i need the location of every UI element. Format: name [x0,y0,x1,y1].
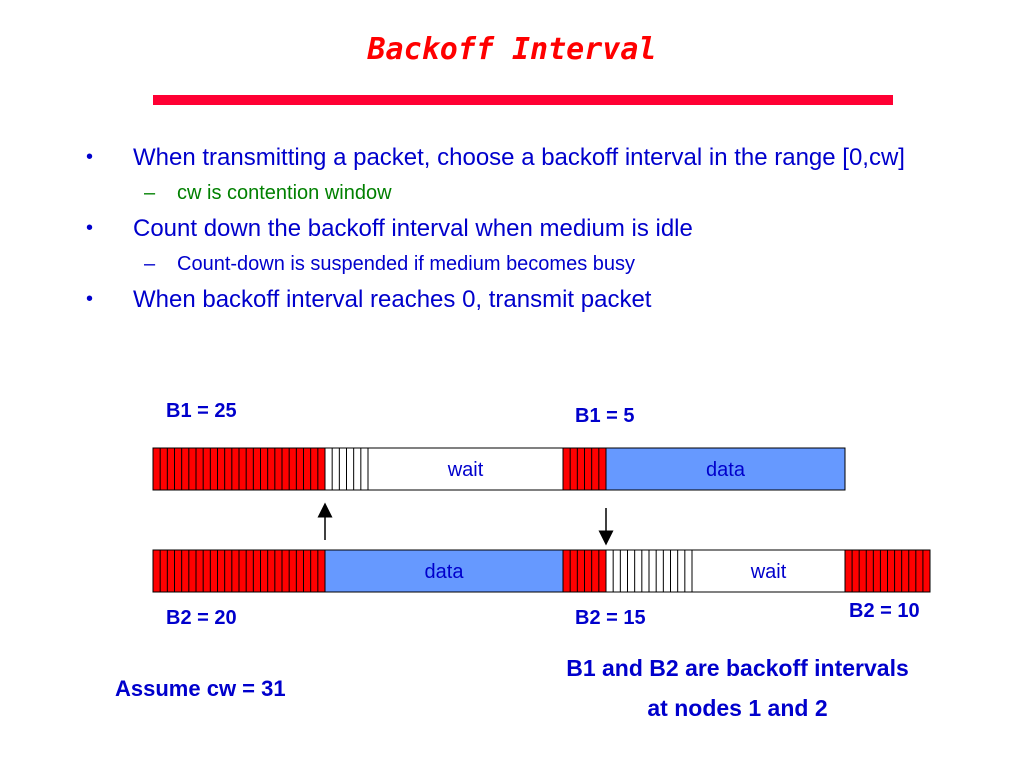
sub-bullet-dash-icon: – [144,253,156,275]
note-line-1: B1 and B2 are backoff intervals [566,655,909,681]
sub-bullet-text: cw is contention window [177,182,392,204]
b1-mid-label: B1 = 5 [575,405,635,427]
b2-start-label: B2 = 20 [166,607,237,629]
bullet-item: • When transmitting a packet, choose a b… [84,143,914,172]
slide-title: Backoff Interval [367,32,657,67]
node1-wait-label: wait [447,459,484,481]
bullet-item: • When backoff interval reaches 0, trans… [84,285,914,314]
node2-timeline: data wait [152,549,931,593]
bullet-dot-icon: • [86,146,94,168]
b1-start-label: B1 = 25 [166,400,237,422]
node1-timeline: wait data [152,447,846,491]
assume-cw-note: Assume cw = 31 [115,676,286,701]
backoff-explanation-note: B1 and B2 are backoff intervals at nodes… [515,648,960,728]
sub-bullet-item: – Count-down is suspended if medium beco… [84,251,914,277]
node2-wait-segment [691,549,846,593]
b2-mid-label: B2 = 15 [575,607,646,629]
node1-wait-segment [367,447,564,491]
bullet-item: • Count down the backoff interval when m… [84,214,914,243]
bullet-text: Count down the backoff interval when med… [133,215,693,242]
note-line-2: at nodes 1 and 2 [647,695,828,721]
bullet-dot-icon: • [86,288,94,310]
node2-data-segment [324,549,564,593]
title-underline [153,95,893,105]
sub-bullet-text: Count-down is suspended if medium become… [177,253,636,275]
bullet-dot-icon: • [86,217,94,239]
b2-end-label: B2 = 10 [849,600,920,622]
bullet-text: When transmitting a packet, choose a bac… [133,144,905,171]
node1-data-label: data [706,459,746,481]
node2-data-label: data [425,561,465,583]
bullet-text: When backoff interval reaches 0, transmi… [133,286,652,313]
bullet-list: • When transmitting a packet, choose a b… [84,143,914,322]
node2-wait-label: wait [750,561,787,583]
sub-bullet-item: – cw is contention window [84,180,914,206]
sub-bullet-dash-icon: – [144,182,156,204]
node1-data-segment [605,447,846,491]
